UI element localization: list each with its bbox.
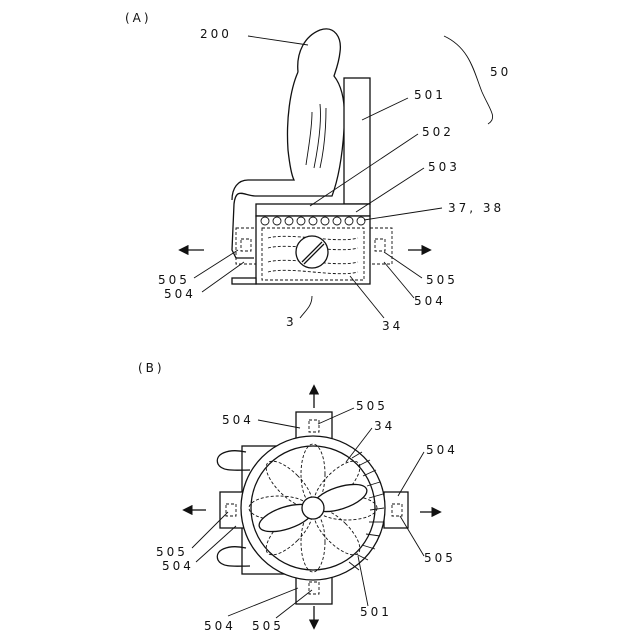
leader-duct-left <box>196 526 236 562</box>
leader-occupant <box>248 36 308 45</box>
leader-duct-bottom <box>228 588 298 616</box>
base-tray <box>232 278 256 284</box>
label-occupant: 200 <box>200 27 232 41</box>
leader-device <box>444 36 493 124</box>
label-fan: 34 <box>382 319 403 333</box>
leader-housing <box>358 556 368 606</box>
occupant-torso-line <box>232 72 298 200</box>
caption-a: (A) <box>125 11 152 25</box>
label-duct-bottom: 504 <box>204 619 236 633</box>
label-fan: 34 <box>374 419 395 433</box>
label-vent-bottom: 505 <box>252 619 284 633</box>
label-vent-top: 505 <box>356 399 388 413</box>
occupant-arm-fold-2 <box>314 104 321 168</box>
label-vent-left: 505 <box>156 545 188 559</box>
label-cushion: 503 <box>428 160 460 174</box>
label-vent-left: 505 <box>158 273 190 287</box>
leader-duct-left <box>202 262 244 292</box>
leader-vent-left <box>194 250 238 278</box>
label-housing: 501 <box>360 605 392 619</box>
label-duct-left: 504 <box>164 287 196 301</box>
vent-left <box>241 239 251 251</box>
caption-b: (B) <box>138 361 165 375</box>
leader-duct-right <box>398 452 424 496</box>
label-vent-right: 505 <box>424 551 456 565</box>
label-duct-right: 504 <box>414 294 446 308</box>
occupant-arm-fold-1 <box>306 112 312 165</box>
figure-a: (A) <box>125 11 511 333</box>
propeller-hub <box>302 497 324 519</box>
seat <box>256 204 370 216</box>
label-heat-pipes: 37, 38 <box>448 201 504 215</box>
label-vent-right: 505 <box>426 273 458 287</box>
figure-b: (B) <box>138 361 458 633</box>
label-duct-top: 504 <box>222 413 254 427</box>
leader-vent-right <box>400 516 424 556</box>
label-seat: 502 <box>422 125 454 139</box>
label-backrest: 501 <box>414 88 446 102</box>
leader-vent-left <box>192 512 228 548</box>
backrest <box>344 78 370 204</box>
duct-right <box>370 228 392 264</box>
label-device: 50 <box>490 65 511 79</box>
label-base: 3 <box>286 315 297 329</box>
label-duct-left: 504 <box>162 559 194 573</box>
vent-right <box>375 239 385 251</box>
label-duct-right: 504 <box>426 443 458 457</box>
leader-vent-right <box>384 252 422 278</box>
leader-duct-top <box>258 420 300 428</box>
leader-base <box>300 296 312 318</box>
leader-heat-pipes <box>364 208 442 220</box>
leader-duct-right <box>384 262 414 298</box>
